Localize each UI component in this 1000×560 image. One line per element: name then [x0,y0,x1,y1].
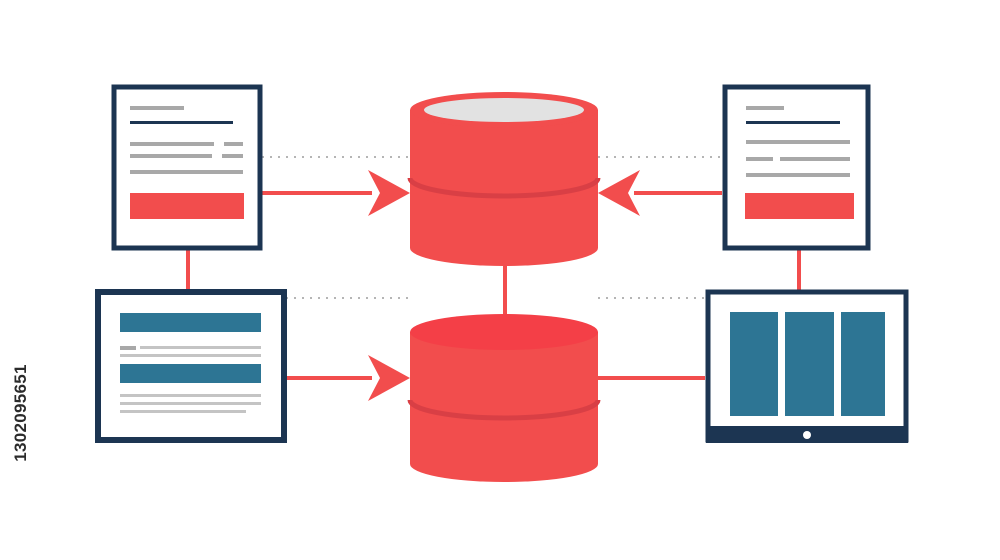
arrowheads [368,170,640,401]
monitor-left-bar-2 [120,364,261,383]
arrowhead-bottom-left [368,355,410,401]
doc-tr-line-4b [780,157,850,161]
database-top-body [410,110,598,266]
tablet-column-3 [841,312,885,416]
doc-tl-line-4b [222,154,243,158]
database-top-lid-inner [424,98,584,122]
doc-tr-red-bar [745,193,854,219]
document-top-left-frame [111,84,263,251]
tablet-column-2 [785,312,834,416]
doc-tl-line-3b [224,142,243,146]
doc-tl-line-1 [130,106,184,110]
doc-tr-line-3 [746,140,850,144]
doc-tl-red-bar [130,193,244,219]
doc-tl-line-3 [130,142,214,146]
arrowhead-top-right [598,170,640,216]
doc-tr-line-1 [746,106,784,110]
monitor-left-line-1b [140,346,261,349]
doc-tl-line-2 [130,121,233,124]
document-top-left-icon [111,84,263,251]
monitor-left-line-4 [120,402,261,405]
monitor-left-line-1 [120,346,136,350]
monitor-left-icon [95,289,287,443]
doc-tr-line-2 [746,121,840,124]
stock-id-label: 1302095651 [11,364,31,462]
monitor-left-line-3 [120,394,261,397]
database-bottom-lid [410,314,598,350]
doc-tr-line-4 [746,157,773,161]
database-bottom-body [410,332,598,482]
monitor-left-line-2 [120,354,261,357]
doc-tr-line-5 [746,173,850,177]
tablet-right-icon [705,289,909,443]
monitor-left-bar-1 [120,313,261,332]
database-top-band [407,177,601,199]
database-bottom-band [407,399,601,421]
doc-tl-line-5 [130,170,243,174]
tablet-column-1 [730,312,778,416]
connectors [186,191,801,380]
stock-id-label-box: 1302095651 [11,318,31,508]
database-bottom-icon [407,314,601,482]
dotted-guides [262,156,722,299]
database-top-icon [407,92,601,266]
monitor-left-line-5 [120,410,246,413]
document-top-right-frame [722,84,871,251]
arrowhead-top-left [368,170,410,216]
document-top-right-icon [722,84,871,251]
doc-tl-line-4 [130,154,212,158]
tablet-home-button [803,431,811,439]
